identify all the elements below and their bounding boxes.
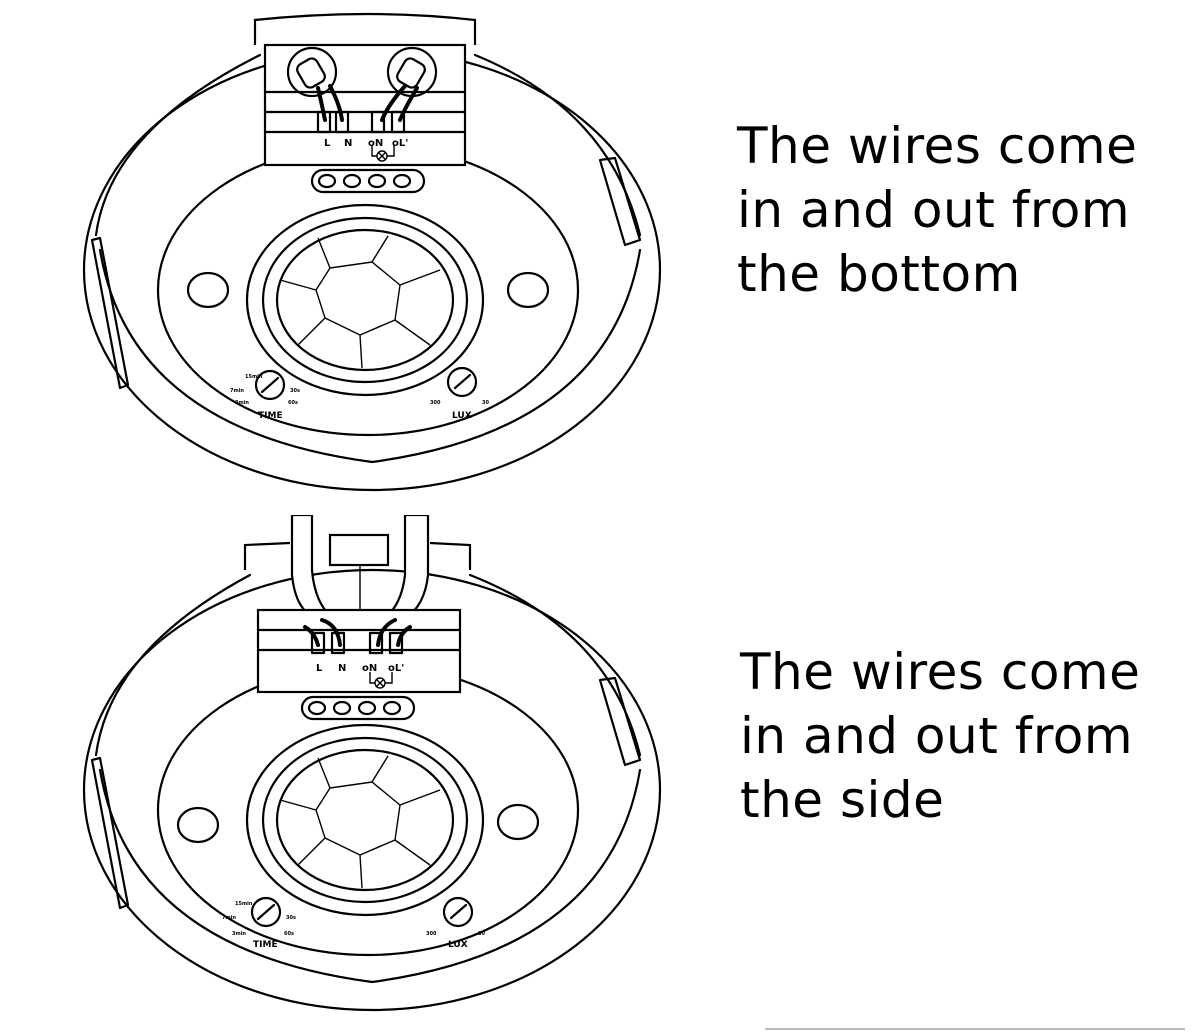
cable-gland-left [286,46,338,98]
caption-line: the side [740,771,945,829]
caption-bottom-entry: The wires come in and out from the botto… [737,114,1137,306]
svg-text:300: 300 [426,931,437,937]
mount-hole-left [176,806,220,844]
lux-label: LUX [452,411,472,421]
lens-outer-ring [245,203,485,397]
svg-text:15min: 15min [245,374,263,380]
caption-line: the bottom [737,245,1021,303]
lens-outer-ring [245,723,485,917]
time-knob-icon [250,896,282,928]
caption-side-entry: The wires come in and out from the side [740,640,1140,832]
caption-line: in and out from [737,181,1131,239]
svg-text:300: 300 [430,400,441,406]
svg-text:60s: 60s [284,931,294,937]
terminal-ol-label: oL' [392,138,408,149]
time-knob-icon [254,369,286,401]
left-clip [90,236,130,390]
svg-text:15min: 15min [235,901,253,907]
right-clip [598,676,642,767]
sensor-diagram-side-entry: L N oN oL' 15min 7min 3min 30s 60s TIME … [0,515,700,1035]
led-strip [310,168,426,194]
caption-line: The wires come [740,643,1141,701]
terminal-l-label: L [324,138,331,149]
cable-right [388,515,430,621]
svg-text:30: 30 [482,400,489,406]
time-label: TIME [258,411,283,421]
caption-line: in and out from [740,707,1134,765]
svg-text:3min: 3min [232,931,246,937]
sensor-drawing: L N oN oL' 15min 7min 3min 30s 60s TIME … [82,515,662,1012]
left-clip [90,756,130,910]
terminal-n-label: N [338,663,346,674]
svg-text:60s: 60s [288,400,298,406]
pir-lens [275,228,455,372]
terminal-ol-label: oL' [388,663,404,674]
svg-text:7min: 7min [230,388,244,394]
mount-hole-right [506,271,550,309]
divider [765,1028,1185,1030]
terminal-on-label: oN [362,663,377,674]
pir-lens [275,748,455,892]
lux-knob-icon [446,366,478,398]
caption-line: The wires come [737,117,1138,175]
mount-hole-left [186,271,230,309]
svg-text:7min: 7min [222,915,236,921]
svg-text:30s: 30s [286,915,296,921]
top-tab [243,541,472,570]
lux-knob-icon [442,896,474,928]
led-strip [300,695,416,721]
top-tab [253,12,477,45]
terminal-n-label: N [344,138,352,149]
terminal-l-label: L [316,663,323,674]
sensor-drawing: L N oN oL' 15min 7min 3min 30s 60s TIME … [82,12,662,492]
time-label: TIME [253,940,278,950]
right-clip [598,156,642,247]
sensor-diagram-bottom-entry: L N oN oL' 15min 7min 3min 30s 60s TIME … [0,0,700,520]
cable-left [290,515,327,617]
mount-hole-right [496,803,540,841]
terminal-on-label: oN [368,138,383,149]
lux-label: LUX [448,940,468,950]
outer-ring [82,568,662,1012]
svg-text:3min: 3min [235,400,249,406]
svg-text:30s: 30s [290,388,300,394]
svg-text:30: 30 [478,931,485,937]
